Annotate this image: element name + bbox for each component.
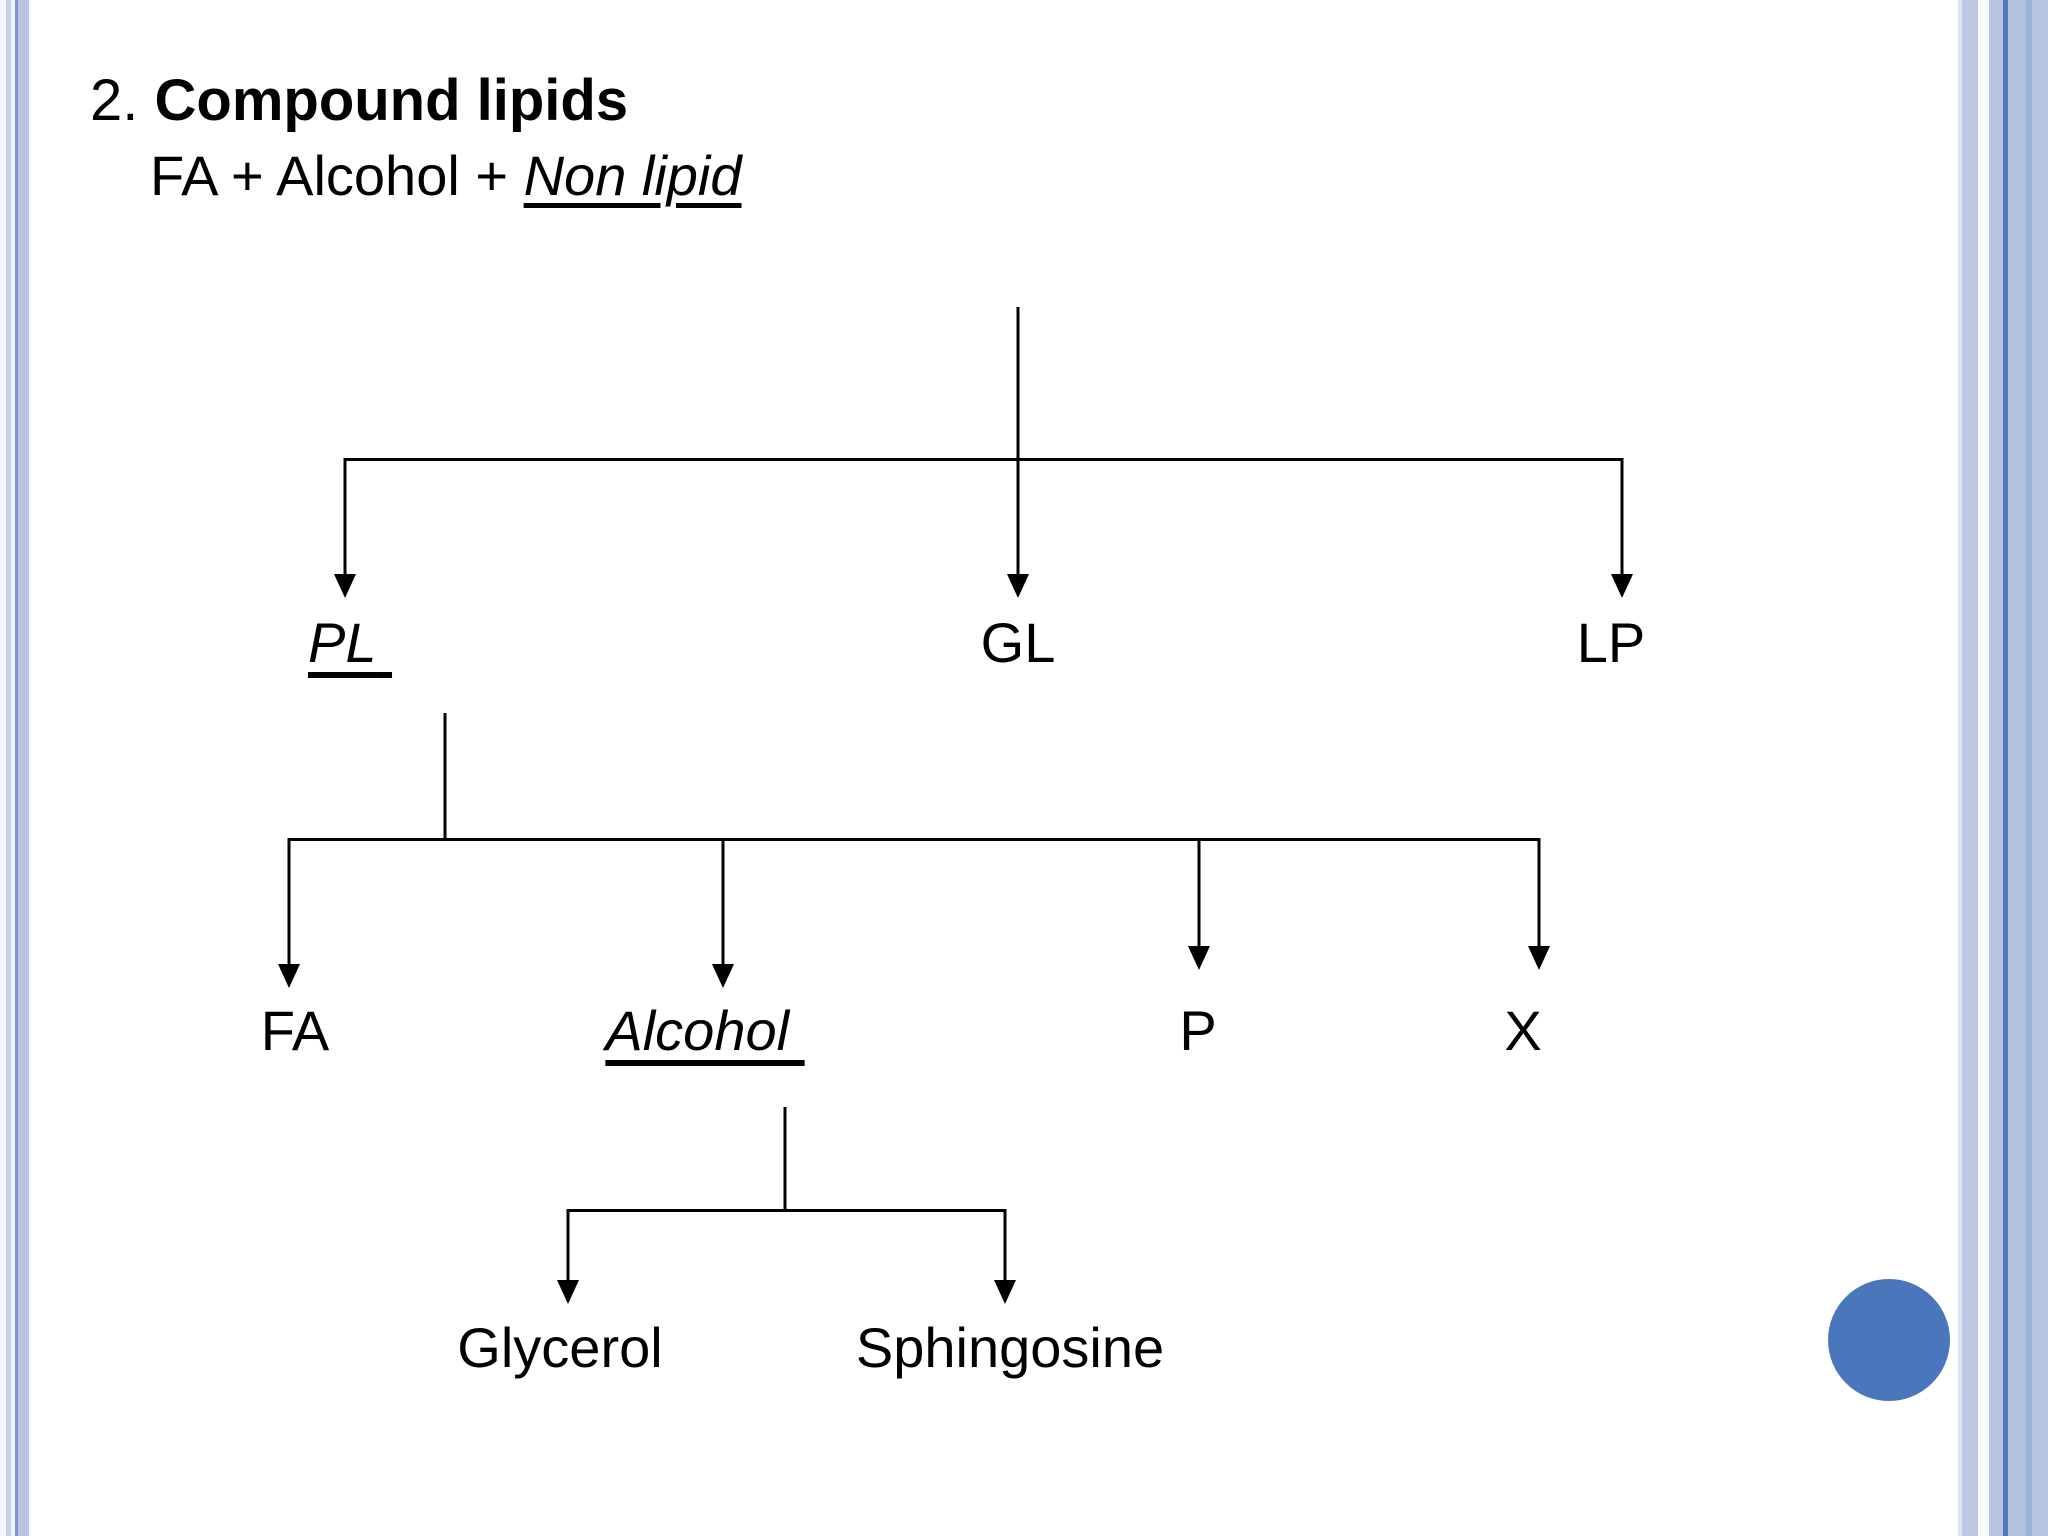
level2-crossbar <box>288 838 1540 841</box>
left-stripe-5 <box>18 0 29 1536</box>
arrow-to-p-line <box>1197 838 1201 950</box>
arrow-to-x-line <box>1537 838 1541 950</box>
page-title: 2. Compound lipids <box>90 72 628 130</box>
right-stripe-1 <box>1958 0 1962 1536</box>
node-gl-label: GL <box>980 611 1056 674</box>
arrow-to-fa-line <box>287 838 291 968</box>
arrow-to-gl-line <box>1016 458 1020 578</box>
right-stripe-4 <box>1989 0 2003 1536</box>
arrow-to-sphingosine-head <box>994 1280 1016 1304</box>
node-x: X <box>1504 1003 1541 1059</box>
node-sphingosine: Sphingosine <box>856 1320 1164 1376</box>
right-stripe-3 <box>1978 0 1989 1536</box>
node-alcohol-label: Alcohol <box>605 999 790 1062</box>
arrow-to-sphingosine-line <box>1003 1209 1007 1284</box>
arrow-to-lp-line <box>1620 458 1624 578</box>
right-stripe-8 <box>2032 0 2048 1536</box>
page-title-text: Compound lipids <box>154 68 629 133</box>
node-lp: LP <box>1577 615 1646 671</box>
root-stem-line <box>1016 307 1020 460</box>
node-p-label: P <box>1179 999 1217 1062</box>
node-glycerol-label: Glycerol <box>457 1316 663 1379</box>
node-fa: FA <box>261 1003 329 1059</box>
node-fa-label: FA <box>260 999 330 1062</box>
arrow-to-gl-head <box>1007 574 1029 598</box>
arrow-to-alcohol-line <box>721 838 725 968</box>
arrow-to-pl-head <box>334 574 356 598</box>
node-pl: PL <box>308 615 392 671</box>
right-stripe-5 <box>2003 0 2008 1536</box>
arrow-to-p-head <box>1188 946 1210 970</box>
node-gl: GL <box>981 615 1056 671</box>
left-stripe-2 <box>6 0 11 1536</box>
node-sphingosine-label: Sphingosine <box>855 1316 1165 1379</box>
arrow-to-pl-line <box>343 458 347 578</box>
left-stripe-4 <box>15 0 18 1536</box>
formula-emphasis: Non lipid <box>523 144 742 207</box>
alcohol-stem-line <box>783 1107 787 1212</box>
left-stripe-6 <box>29 0 32 1536</box>
arrow-to-fa-head <box>278 964 300 988</box>
right-stripe-7 <box>2026 0 2032 1536</box>
left-stripe-1 <box>0 0 6 1536</box>
node-pl-label: PL <box>307 611 377 674</box>
formula-prefix: FA + Alcohol + <box>150 144 524 207</box>
accent-circle <box>1828 1279 1950 1401</box>
arrow-to-glycerol-head <box>557 1280 579 1304</box>
left-stripe-3 <box>11 0 15 1536</box>
level1-crossbar <box>345 458 1622 461</box>
node-x-label: X <box>1504 999 1542 1062</box>
arrow-to-x-head <box>1528 946 1550 970</box>
node-p: P <box>1179 1003 1216 1059</box>
arrow-to-lp-head <box>1611 574 1633 598</box>
pl-stem-line <box>443 713 447 840</box>
right-stripe-2 <box>1962 0 1978 1536</box>
arrow-to-glycerol-line <box>566 1209 570 1284</box>
arrow-to-alcohol-head <box>712 964 734 988</box>
level3-crossbar <box>567 1209 1006 1212</box>
node-glycerol: Glycerol <box>457 1320 662 1376</box>
node-alcohol: Alcohol <box>605 1003 804 1059</box>
formula-line: FA + Alcohol + Non lipid <box>150 148 742 204</box>
right-stripe-6 <box>2008 0 2026 1536</box>
page-title-number: 2. <box>90 68 139 133</box>
node-lp-label: LP <box>1576 611 1646 674</box>
